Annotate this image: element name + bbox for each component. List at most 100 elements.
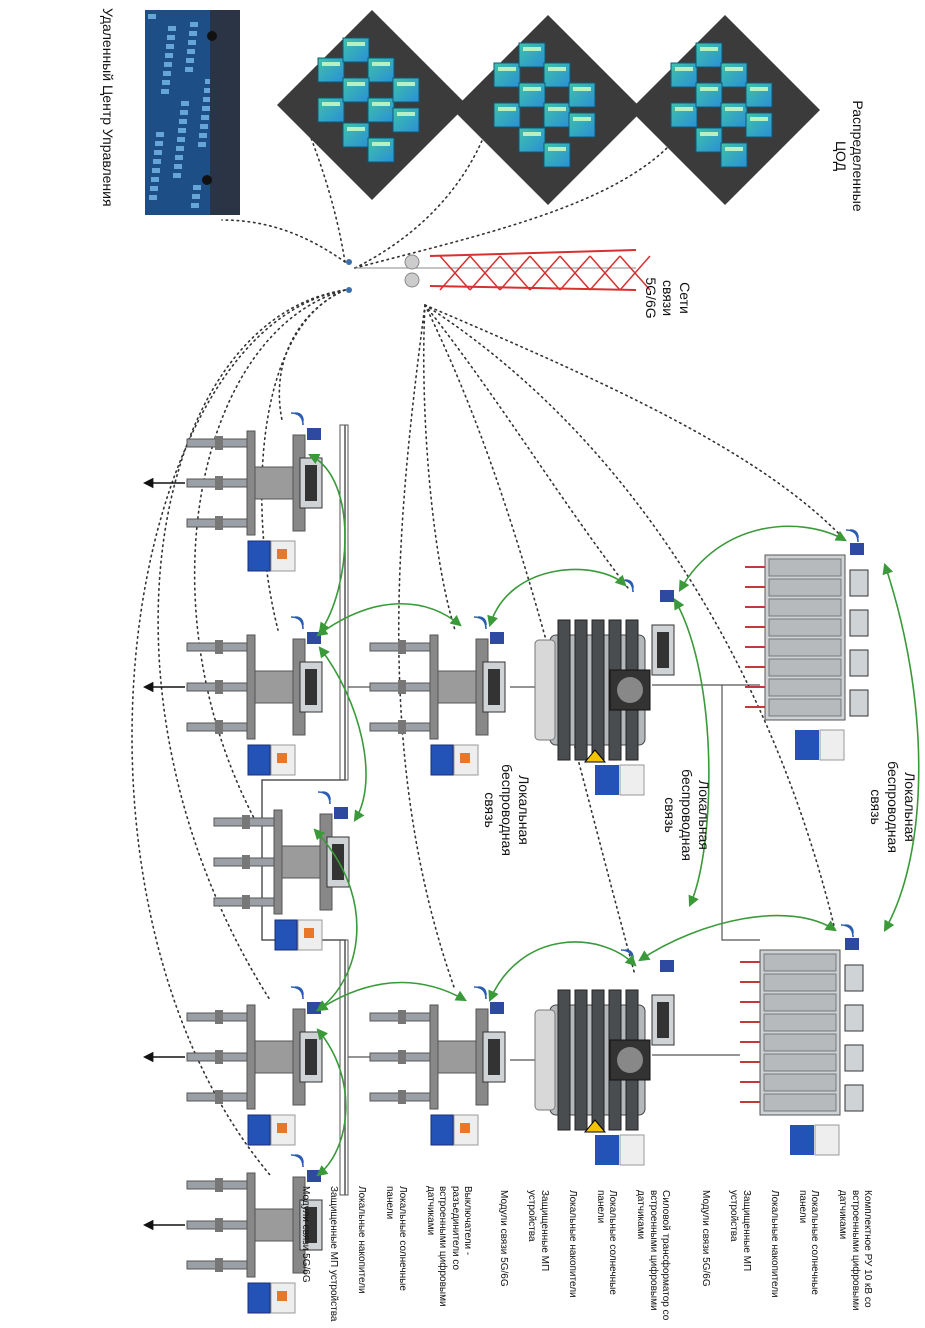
server-top (397, 82, 415, 86)
screen-tile (185, 67, 193, 72)
switches-legend-item: Локальные накопители (355, 1186, 368, 1326)
server-top (322, 62, 340, 66)
switches-legend-item: Защищенные МП устройства (327, 1186, 340, 1326)
insulator-cap (215, 1178, 223, 1192)
solar-panel (595, 765, 619, 795)
transformer-1 (535, 580, 674, 795)
data-center-2 (453, 15, 643, 205)
switchgear-cell (764, 994, 836, 1011)
relay-device (845, 1005, 863, 1031)
conservator (535, 640, 555, 740)
relay-screen (305, 669, 317, 705)
insulator-cap (398, 1010, 406, 1024)
server-rack (544, 103, 570, 127)
screen-tile (191, 203, 199, 208)
screen-tile (179, 119, 187, 124)
comm-module (660, 960, 674, 972)
switch-frame (247, 431, 255, 535)
server-top (397, 112, 415, 116)
comm-module (490, 632, 504, 644)
switchgear-legend-item: Локальные накопители (768, 1190, 781, 1325)
switchgear-cell (769, 619, 841, 636)
switches-legend: Выключатели - разъединители со встроенны… (284, 1186, 487, 1326)
switch-unit-7 (370, 987, 505, 1145)
screen-tile (189, 31, 197, 36)
server-rack (569, 113, 595, 137)
screen-tile (203, 97, 211, 102)
server-top (372, 102, 390, 106)
server-top (322, 102, 340, 106)
control-center-label: Удаленный Центр Управления (99, 8, 116, 207)
screen-tile (155, 141, 163, 146)
switch-frame (430, 1005, 438, 1109)
control-center-screen (145, 10, 240, 215)
server-rack (343, 123, 369, 147)
screen-tile (180, 110, 188, 115)
insulator-cap (242, 895, 250, 909)
server-top (372, 142, 390, 146)
relay-screen (305, 1039, 317, 1075)
screen-tile (200, 124, 208, 129)
server-rack (519, 83, 545, 107)
server-top (372, 62, 390, 66)
switch-frame (430, 635, 438, 739)
switches-legend-item: Локальные солнечные панели (383, 1186, 408, 1326)
relay-device (845, 1085, 863, 1111)
wireless-icon (291, 987, 303, 999)
wireless-icon (318, 792, 330, 804)
wireless-icon (841, 925, 853, 937)
switches-legend-item: Выключатели - разъединители со встроенны… (424, 1186, 474, 1326)
server-rack (721, 63, 747, 87)
switchgear-cell (764, 1094, 836, 1111)
switchgear-legend-item: Защищенные МП устройства (727, 1190, 752, 1325)
switch-unit-1 (145, 413, 322, 571)
comm-module (490, 1002, 504, 1014)
insulator-cap (398, 680, 406, 694)
server-top (548, 147, 566, 151)
switchgear-cell (769, 639, 841, 656)
relay-screen (488, 669, 500, 705)
storage-icon (460, 1123, 470, 1133)
screen-tile (173, 173, 181, 178)
tower-brace (500, 256, 530, 290)
solar-panel (431, 1115, 453, 1145)
server-rack (721, 103, 747, 127)
switch-unit-3 (214, 792, 349, 950)
storage-icon (277, 753, 287, 763)
local-wireless-label-1: Локальная беспроводная связь (481, 755, 532, 865)
storage-box (815, 1125, 839, 1155)
insulator-cap (215, 1258, 223, 1272)
screen-tile (150, 186, 158, 191)
relay-screen (488, 1039, 500, 1075)
server-rack (519, 128, 545, 152)
transformer-legend-item: Силовой трансформатор со встроенными циф… (634, 1190, 672, 1325)
switch-frame (247, 1005, 255, 1109)
screen-tile (175, 155, 183, 160)
screen-tile (163, 71, 171, 76)
relay-screen (305, 465, 317, 501)
server-top (347, 127, 365, 131)
insulator-cap (398, 1050, 406, 1064)
screen-tile (165, 53, 173, 58)
relay-device (845, 1045, 863, 1071)
screen-tile (178, 128, 186, 133)
screen-tile (177, 137, 185, 142)
server-top (573, 117, 591, 121)
comm-module (845, 938, 859, 950)
insulator-cap (215, 1218, 223, 1232)
screen-tile (187, 49, 195, 54)
screen-tile (201, 115, 209, 120)
switchgear-legend-item: Комплектное РУ 10 кВ со встроенными цифр… (836, 1190, 874, 1325)
server-top (523, 87, 541, 91)
switch-unit-2 (145, 617, 322, 775)
solar-panel (795, 730, 819, 760)
radiator-fin (575, 620, 587, 760)
server-rack (746, 113, 772, 137)
switchgear-cell (764, 1074, 836, 1091)
server-rack (343, 78, 369, 102)
insulator-cap (215, 1050, 223, 1064)
drive-box (255, 671, 293, 703)
radiator-fin (558, 990, 570, 1130)
